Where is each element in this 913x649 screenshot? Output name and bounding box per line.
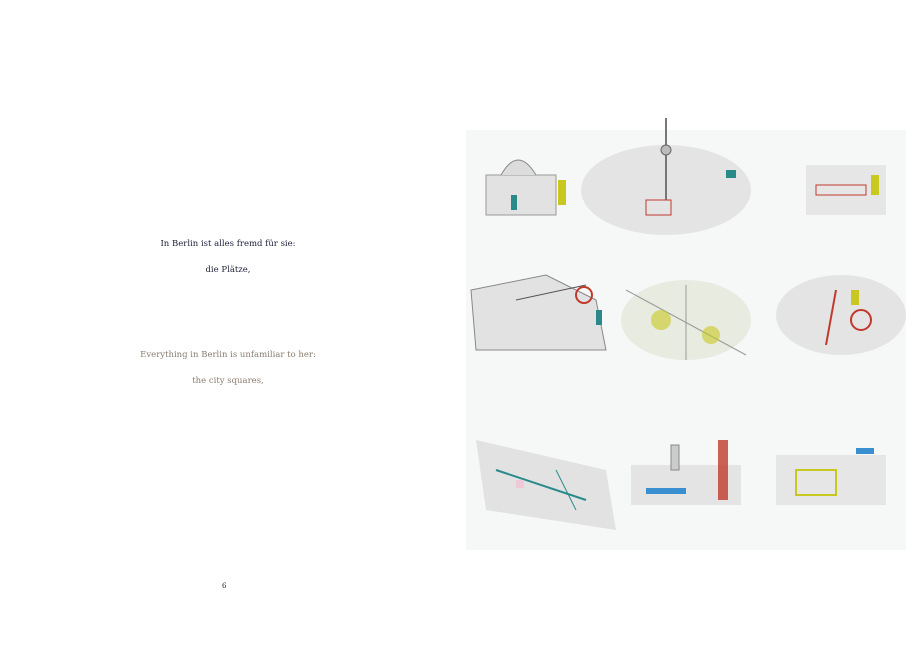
gate-sketch bbox=[776, 448, 886, 505]
left-page: In Berlin ist alles fremd für sie: die P… bbox=[0, 0, 456, 645]
german-line-2: die Plätze, bbox=[205, 265, 251, 275]
station-sketch bbox=[470, 274, 607, 351]
tv-tower-sketch bbox=[581, 118, 751, 235]
street-sketch bbox=[776, 275, 906, 355]
palace-sketch bbox=[806, 165, 886, 215]
page-number: 6 bbox=[222, 582, 227, 590]
illustration-grid bbox=[466, 118, 906, 550]
right-page bbox=[456, 0, 913, 645]
cathedral-sketch bbox=[485, 159, 566, 216]
english-line-2: the city squares, bbox=[192, 376, 264, 386]
park-sketch bbox=[621, 280, 751, 360]
river-sketch bbox=[476, 440, 616, 530]
town-hall-sketch bbox=[631, 440, 741, 505]
german-line-1: In Berlin ist alles fremd für sie: bbox=[160, 239, 296, 249]
english-line-1: Everything in Berlin is unfamiliar to he… bbox=[140, 350, 316, 360]
